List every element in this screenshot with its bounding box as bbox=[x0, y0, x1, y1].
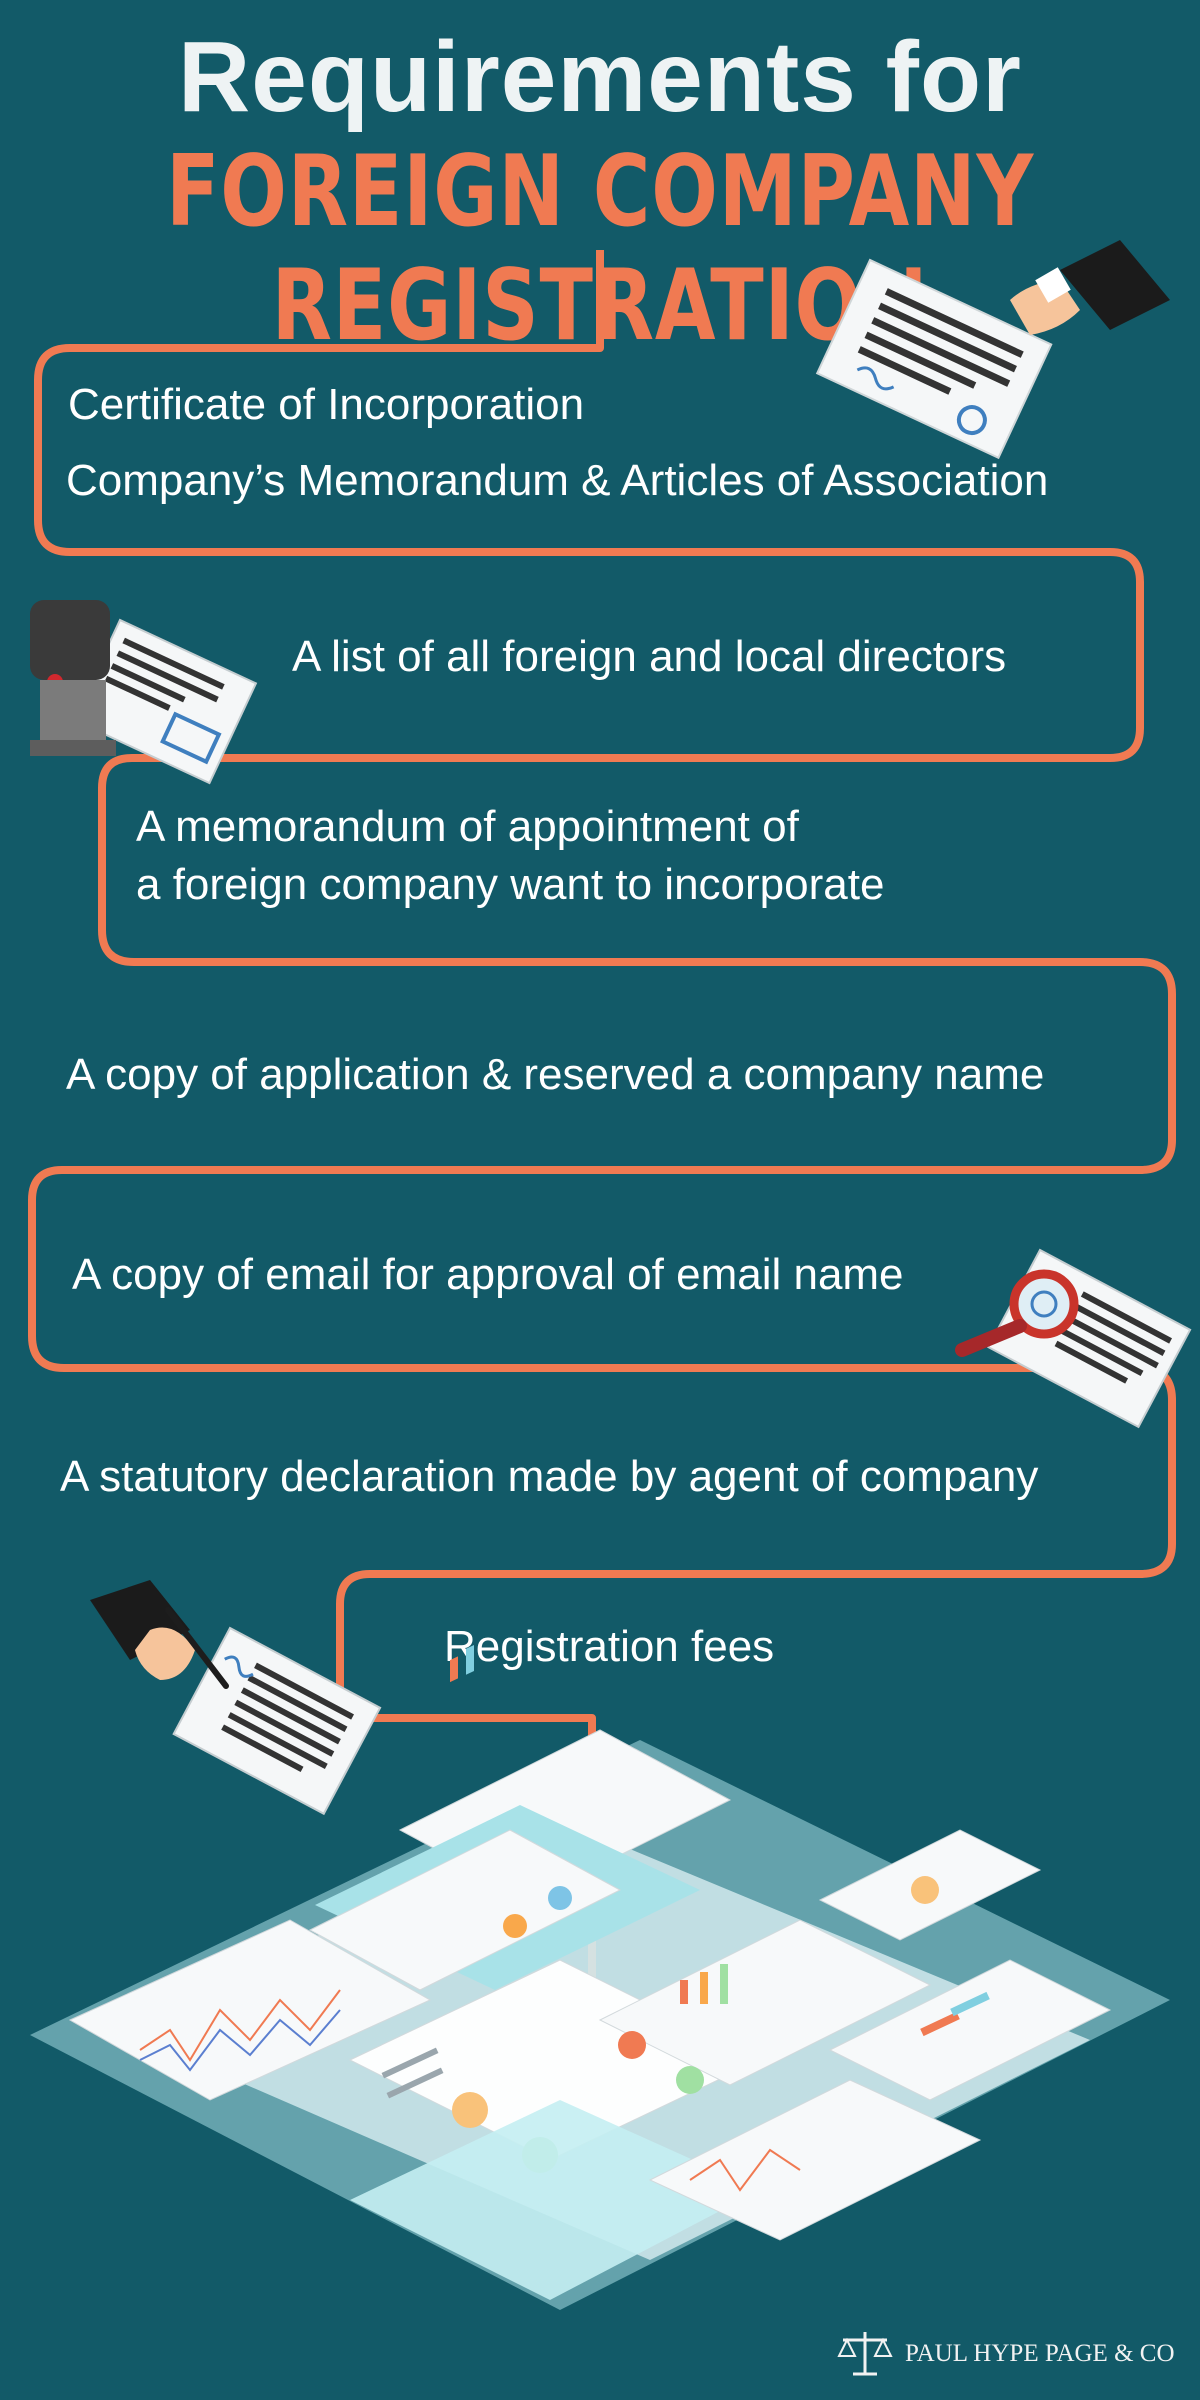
requirement-appointment-line-1: A memorandum of appointment of bbox=[136, 802, 799, 851]
requirement-memorandum-articles: Company’s Memorandum & Articles of Assoc… bbox=[66, 456, 1049, 505]
requirement-application-copy: A copy of application & reserved a compa… bbox=[66, 1050, 1045, 1099]
requirement-registration-fees: Registration fees bbox=[444, 1622, 775, 1671]
requirement-certificate: Certificate of Incorporation bbox=[68, 380, 585, 429]
requirement-statutory-declaration: A statutory declaration made by agent of… bbox=[60, 1452, 1039, 1501]
brand-name: PAUL HYPE PAGE & CO bbox=[905, 2340, 1175, 2367]
scales-of-justice-icon bbox=[837, 2332, 893, 2376]
requirement-directors-list: A list of all foreign and local director… bbox=[292, 632, 1007, 681]
title-line-2: FOREIGN COMPANY REGISTRATION bbox=[165, 135, 1035, 363]
title-line-1: Requirements for bbox=[178, 21, 1022, 133]
requirement-email-approval: A copy of email for approval of email na… bbox=[72, 1250, 904, 1299]
requirement-appointment-line-2: a foreign company want to incorporate bbox=[136, 860, 885, 909]
